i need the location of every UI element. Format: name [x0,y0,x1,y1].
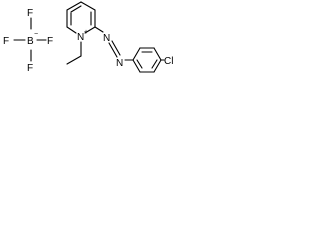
atom-f-right: F [47,36,53,47]
ethyl-group [66,41,82,65]
atom-f-top: F [27,8,33,19]
phenyl-bond-6 [132,59,141,73]
ring-bond-5 [66,26,77,34]
atom-f-bottom: F [27,63,33,74]
atom-cl: Cl [164,56,173,67]
phenyl-double-3 [136,59,143,69]
azo-linkage: N N [94,26,134,69]
phenyl-bond-1 [132,47,141,61]
bond-ring-azo [94,26,104,33]
phenyl-double-2 [151,59,158,69]
atom-f-left: F [3,36,9,47]
bond-ch2-ch3 [66,55,82,65]
cation-charge: + [84,29,88,36]
anion-charge: − [34,31,38,38]
ring-double-1 [70,5,82,13]
ring-bond-1 [66,1,82,11]
structure-canvas: F F F B − F N + N N [0,0,178,109]
azo-double-a [108,42,118,58]
chlorophenyl-ring: Cl [132,47,173,73]
chemical-structure: F F F B − F N + N N [3,1,173,74]
phenyl-bond-3 [153,47,162,61]
atom-n-azo-1: N [103,33,110,44]
atom-n-azo-2: N [116,58,123,69]
pyridinium-ring: N + [66,1,96,43]
phenyl-bond-4 [153,59,162,73]
ring-bond-4 [84,26,96,34]
atom-b: B [27,36,34,47]
azo-double-b [111,40,121,56]
ring-bond-2 [80,1,96,11]
atom-n-ring: N [77,32,84,43]
tetrafluoroborate-anion: F F F B − F [3,8,53,74]
